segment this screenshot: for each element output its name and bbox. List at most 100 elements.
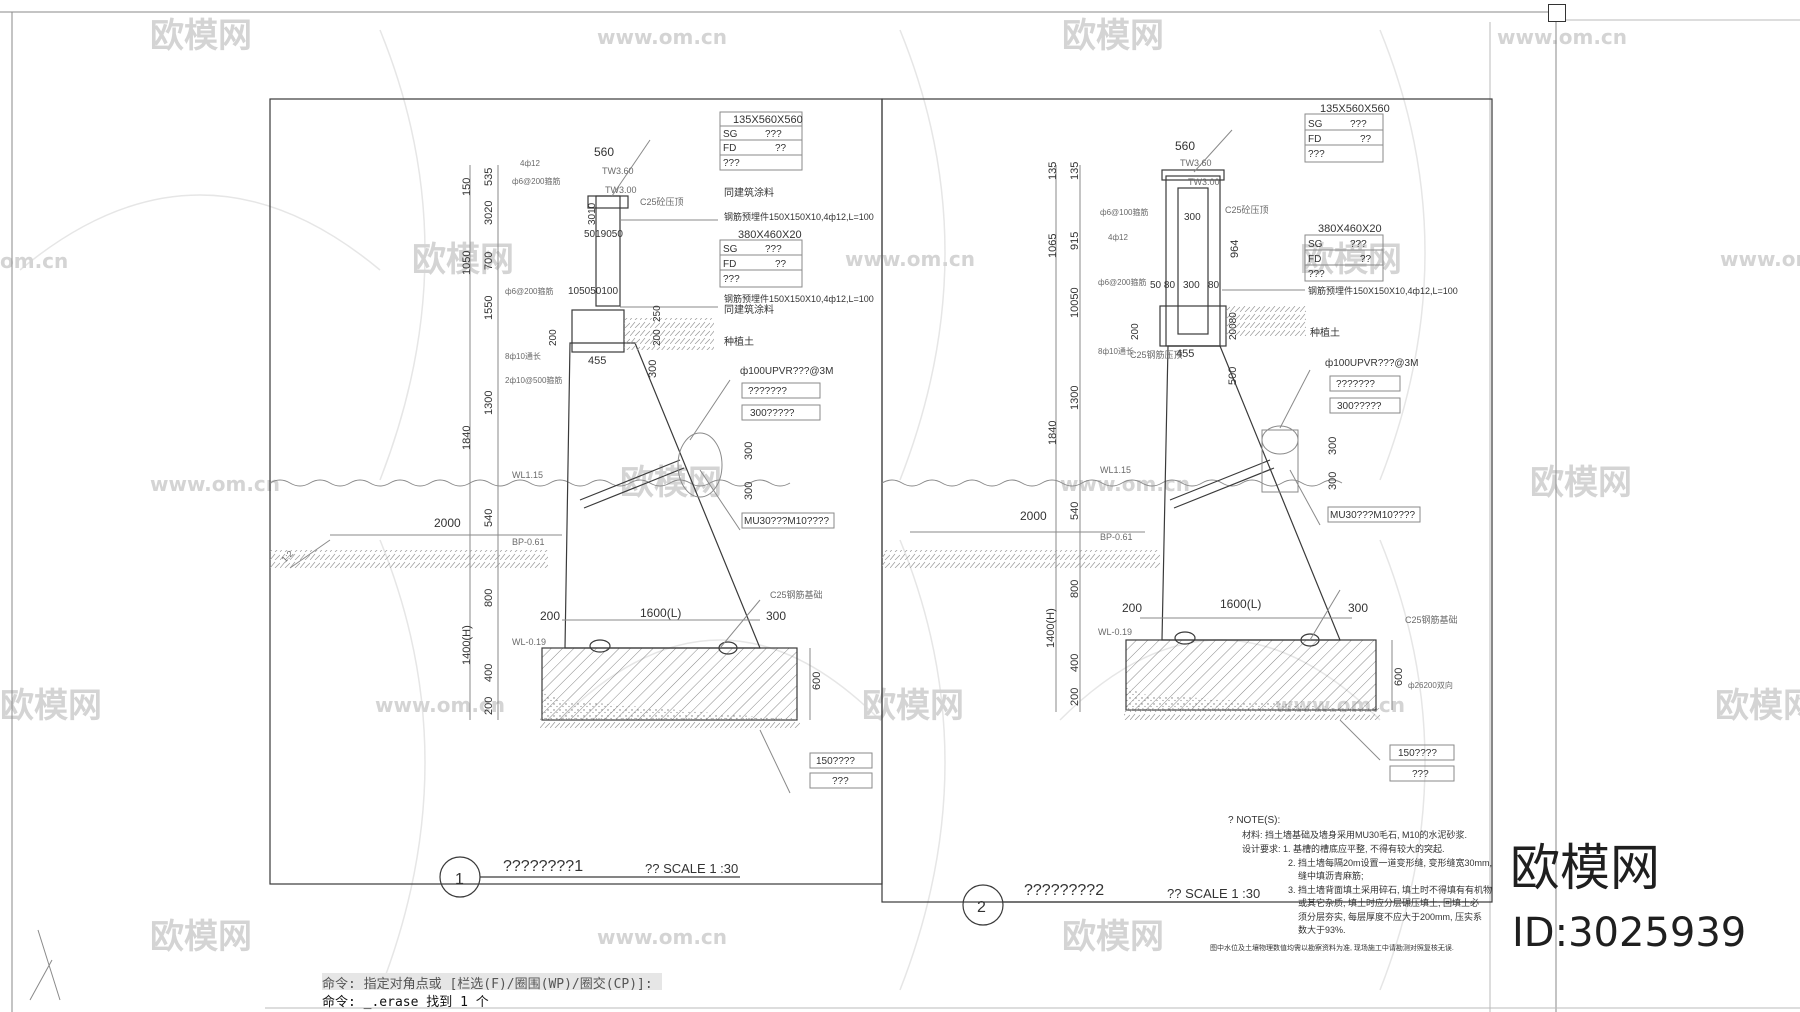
watermark-logo: 欧模网 bbox=[1300, 240, 1402, 280]
svg-text:MU30???M10????: MU30???M10???? bbox=[744, 516, 829, 527]
brand-logo-text: 欧模网 bbox=[1510, 839, 1660, 897]
svg-text:200: 200 bbox=[540, 609, 560, 623]
model-id-label: ID:3025939 bbox=[1512, 910, 1747, 956]
svg-text:380X460X20: 380X460X20 bbox=[738, 229, 802, 241]
svg-text:200: 200 bbox=[1069, 688, 1081, 706]
svg-text:或其它杂质, 填土时应分层碾压填土, 回填土必: 或其它杂质, 填土时应分层碾压填土, 回填土必 bbox=[1298, 897, 1479, 908]
svg-text:380X460X20: 380X460X20 bbox=[1318, 223, 1382, 235]
svg-text:缝中填沥青麻筋;: 缝中填沥青麻筋; bbox=[1298, 870, 1364, 881]
svg-text:135: 135 bbox=[1069, 162, 1081, 180]
selection-grip-handle[interactable] bbox=[1548, 4, 1566, 22]
svg-text:??: ?? bbox=[775, 143, 787, 154]
svg-text:WL1.15: WL1.15 bbox=[512, 470, 543, 480]
svg-text:???: ??? bbox=[765, 129, 782, 140]
svg-text:同建筑涂料: 同建筑涂料 bbox=[724, 186, 774, 199]
water-line bbox=[269, 479, 791, 487]
svg-text:2. 挡土墙每隔20m设置一道变形缝, 变形缝宽30mm,: 2. 挡土墙每隔20m设置一道变形缝, 变形缝宽30mm, bbox=[1288, 857, 1492, 868]
svg-text:1400(H): 1400(H) bbox=[1045, 608, 1057, 648]
notes-block: ? NOTE(S): 材料: 挡土墙基础及墙身采用MU30毛石, M10的水泥砂… bbox=[1210, 815, 1492, 952]
svg-text:??: ?? bbox=[1360, 254, 1372, 265]
watermark-url: www.om.cn bbox=[150, 472, 280, 496]
svg-text:???: ??? bbox=[1350, 119, 1367, 130]
svg-text:200: 200 bbox=[652, 329, 663, 346]
detail-1-title: ????????1 bbox=[503, 858, 583, 875]
svg-text:135X560X560: 135X560X560 bbox=[1320, 103, 1390, 115]
svg-text:964: 964 bbox=[1229, 240, 1241, 258]
detail-2-title: ????????2 bbox=[1024, 882, 1104, 899]
svg-text:1840: 1840 bbox=[1047, 421, 1059, 445]
watermark-logo: 欧模网 bbox=[862, 686, 964, 726]
detail-2-table-mid: 380X460X20 SG ??? FD ?? ??? bbox=[1304, 223, 1384, 282]
detail-1-table-top: 135X560X560 SG ??? FD ?? ??? bbox=[719, 111, 803, 171]
detail-2-scale: ?? SCALE 1 :30 bbox=[1167, 886, 1260, 901]
watermark-logo: 欧模网 bbox=[0, 686, 102, 726]
svg-text:3010: 3010 bbox=[587, 202, 598, 225]
drawing-frame bbox=[0, 11, 1800, 1012]
svg-text:种植土: 种植土 bbox=[1310, 326, 1340, 339]
svg-text:C25钢筋基础: C25钢筋基础 bbox=[1405, 614, 1458, 625]
svg-text:535: 535 bbox=[483, 168, 495, 186]
notes-heading: ? NOTE(S): bbox=[1228, 815, 1280, 826]
command-input-line[interactable]: 命令: _.erase 找到 1 个 bbox=[322, 995, 489, 1010]
svg-text:300: 300 bbox=[1348, 601, 1368, 615]
svg-text:???: ??? bbox=[765, 244, 782, 255]
svg-text:钢筋预埋件150X150X10,4ф12,L=100: 钢筋预埋件150X150X10,4ф12,L=100 bbox=[1308, 285, 1458, 296]
detail-1-scale: ?? SCALE 1 :30 bbox=[645, 861, 738, 876]
svg-text:1400(H): 1400(H) bbox=[461, 625, 473, 665]
watermark-url: www.om.cn bbox=[597, 925, 727, 949]
detail-1-panel: 135X560X560 SG ??? FD ?? ??? 380X460X20 … bbox=[269, 98, 883, 898]
svg-text:300: 300 bbox=[1184, 212, 1201, 223]
svg-text:300?????: 300????? bbox=[750, 408, 795, 419]
svg-text:1050: 1050 bbox=[461, 251, 473, 275]
svg-text:SG: SG bbox=[1308, 119, 1323, 130]
svg-text:数大于93%.: 数大于93%. bbox=[1298, 924, 1346, 935]
svg-text:WL1.15: WL1.15 bbox=[1100, 465, 1131, 475]
svg-text:300: 300 bbox=[1327, 437, 1339, 455]
svg-text:300?????: 300????? bbox=[1337, 401, 1382, 412]
svg-text:WL-0.19: WL-0.19 bbox=[1098, 627, 1132, 637]
svg-text:同建筑涂料: 同建筑涂料 bbox=[724, 303, 774, 316]
svg-text:455: 455 bbox=[588, 355, 606, 367]
watermark-logo: 欧模网 bbox=[412, 240, 514, 280]
svg-text:1840: 1840 bbox=[461, 426, 473, 450]
svg-text:200: 200 bbox=[1130, 323, 1141, 340]
svg-text:C25钢筋基础: C25钢筋基础 bbox=[770, 589, 823, 600]
svg-text:1: 1 bbox=[455, 871, 464, 888]
svg-text:600: 600 bbox=[1393, 668, 1405, 686]
watermark-url: www.om.cn bbox=[1497, 25, 1627, 49]
svg-text:1600(L): 1600(L) bbox=[1220, 597, 1261, 611]
svg-text:300: 300 bbox=[743, 482, 755, 500]
svg-text:须分层夯实, 每层厚度不应大于200mm, 压实系: 须分层夯实, 每层厚度不应大于200mm, 压实系 bbox=[1298, 911, 1482, 922]
svg-text:图中水位及土壤物理数值均需以勘察资料为准, 现场施工中请勘测: 图中水位及土壤物理数值均需以勘察资料为准, 现场施工中请勘测对照复核无误. bbox=[1210, 943, 1454, 952]
svg-text:135X560X560: 135X560X560 bbox=[733, 114, 803, 126]
svg-text:SG: SG bbox=[723, 129, 738, 140]
detail-2-panel: 135X560X560 SG ??? FD ?? ??? 380X460X20 … bbox=[881, 98, 1493, 926]
svg-text:3020: 3020 bbox=[483, 201, 495, 225]
svg-text:ф100UPVR???@3M: ф100UPVR???@3M bbox=[740, 365, 833, 377]
svg-text:TW3.00: TW3.00 bbox=[1188, 177, 1220, 187]
svg-text:3. 挡土墙背面填土采用碎石, 填土时不得填有有机物: 3. 挡土墙背面填土采用碎石, 填土时不得填有有机物 bbox=[1288, 884, 1492, 895]
watermark-logo: 欧模网 bbox=[150, 917, 252, 957]
watermark-url: www.om.cn bbox=[1720, 247, 1800, 271]
svg-text:150: 150 bbox=[461, 178, 473, 196]
svg-text:TW3.60: TW3.60 bbox=[1180, 158, 1212, 168]
svg-text:ф100UPVR???@3M: ф100UPVR???@3M bbox=[1325, 357, 1418, 369]
svg-text:300: 300 bbox=[743, 442, 755, 460]
svg-text:250: 250 bbox=[652, 305, 663, 322]
svg-text:400: 400 bbox=[1069, 654, 1081, 672]
ground-hatch bbox=[270, 550, 548, 568]
watermark-url: www.om.cn bbox=[597, 25, 727, 49]
water-line bbox=[881, 479, 1343, 487]
svg-text:200: 200 bbox=[548, 329, 559, 346]
svg-text:???????: ??????? bbox=[1336, 379, 1375, 390]
svg-text:150????: 150???? bbox=[816, 756, 855, 767]
svg-text:300: 300 bbox=[766, 609, 786, 623]
svg-text:???: ??? bbox=[723, 274, 740, 285]
svg-text:200: 200 bbox=[483, 697, 495, 715]
svg-text:4ф12: 4ф12 bbox=[1108, 233, 1128, 242]
svg-text:2ф10@500箍筋: 2ф10@500箍筋 bbox=[505, 375, 562, 385]
svg-text:ф26200双向: ф26200双向 bbox=[1408, 680, 1453, 690]
ground-hatch bbox=[882, 550, 1160, 568]
watermark-url: www.om.cn bbox=[1060, 472, 1190, 496]
